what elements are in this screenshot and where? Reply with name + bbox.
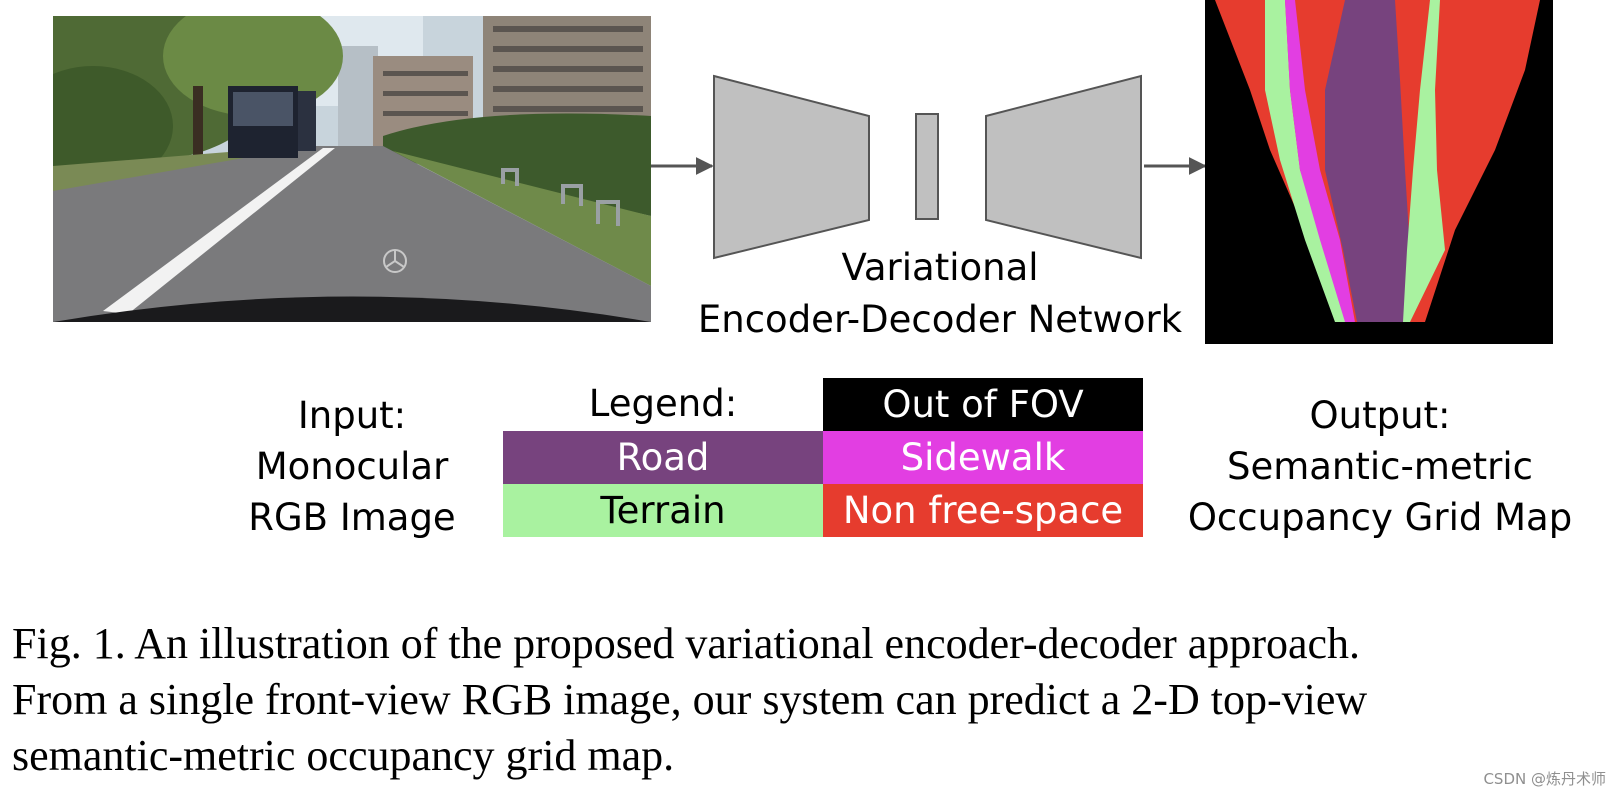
output-label-line1: Output: — [1309, 394, 1451, 437]
legend-title: Legend: — [588, 382, 738, 425]
network-label-line2: Encoder-Decoder Network — [697, 298, 1183, 341]
legend-terrain: Terrain — [503, 484, 823, 537]
output-label-line2: Semantic-metric — [1226, 445, 1534, 488]
input-rgb-photo — [53, 16, 651, 322]
legend-road: Road — [503, 431, 823, 484]
figure-caption: Fig. 1. An illustration of the proposed … — [12, 616, 1610, 784]
street-scene-image — [53, 16, 651, 322]
semantic-grid-image — [1205, 0, 1553, 344]
watermark: CSDN @炼丹术师 — [1483, 770, 1606, 788]
output-occupancy-grid-map — [1205, 0, 1553, 344]
caption-line1: Fig. 1. An illustration of the proposed … — [12, 619, 1361, 668]
legend-sidewalk: Sidewalk — [823, 431, 1143, 484]
legend-out-of-fov: Out of FOV — [823, 378, 1143, 431]
input-label-line1: Input: — [297, 394, 407, 437]
input-label-line3: RGB Image — [248, 496, 456, 539]
network-label-line1: Variational — [841, 246, 1039, 289]
output-label-line3: Occupancy Grid Map — [1187, 496, 1573, 539]
encoder-block — [713, 74, 870, 260]
input-label-line2: Monocular — [255, 445, 449, 488]
input-label: Input: Monocular RGB Image — [222, 390, 482, 543]
decoder-block — [985, 74, 1142, 260]
legend-non-free-space: Non free-space — [823, 484, 1143, 537]
latent-block — [915, 113, 939, 220]
caption-line3: semantic-metric occupancy grid map. — [12, 731, 675, 780]
output-label: Output: Semantic-metric Occupancy Grid M… — [1185, 390, 1575, 543]
encoder-decoder-diagram — [651, 74, 1207, 260]
caption-line2: From a single front-view RGB image, our … — [12, 675, 1368, 724]
network-label: Variational Encoder-Decoder Network — [690, 242, 1190, 346]
